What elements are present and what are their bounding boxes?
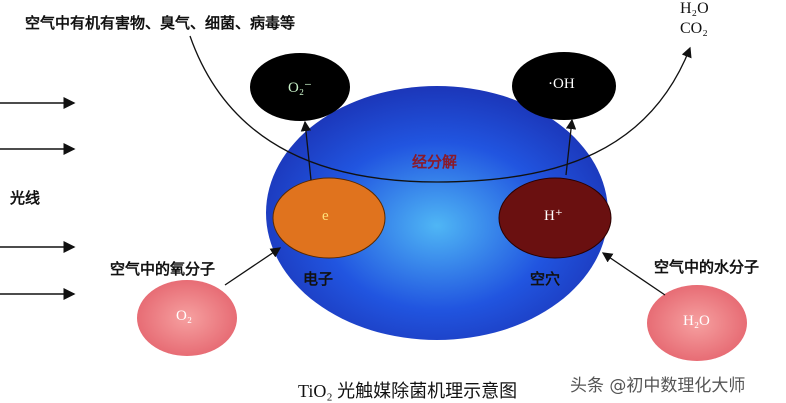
water-molecule	[647, 285, 747, 361]
oxygen-molecule-text: O₂	[176, 308, 193, 324]
hydroxyl-radical	[512, 52, 616, 120]
electron-text: e	[322, 208, 329, 224]
light-label: 光线	[10, 189, 41, 207]
product-co2: CO₂	[680, 20, 708, 37]
watermark: 头条 @初中数理化大师	[570, 376, 746, 396]
decompose-label: 经分解	[412, 153, 458, 171]
decomposition-curve	[189, 35, 692, 183]
hole-label: 空穴	[530, 270, 561, 288]
superoxide-radical	[250, 53, 350, 121]
hydroxyl-text: ·OH	[548, 76, 575, 92]
electron-site	[272, 177, 386, 259]
top-label: 空气中有机有害物、臭气、细菌、病毒等	[25, 14, 296, 32]
oxygen-label: 空气中的氧分子	[110, 260, 216, 278]
caption: TiO₂ 光触媒除菌机理示意图	[298, 381, 518, 401]
tio2-particle	[266, 86, 608, 340]
oxygen-molecule	[137, 280, 237, 356]
light-arrows	[0, 97, 76, 300]
superoxide-text: O₂⁻	[288, 80, 312, 96]
water-molecule-text: H₂O	[683, 313, 710, 329]
product-h2o: H₂O	[680, 0, 709, 17]
electron-label: 电子	[303, 270, 334, 288]
water-label: 空气中的水分子	[654, 258, 760, 276]
hole-site	[498, 177, 612, 259]
hole-ion-text: H⁺	[544, 208, 563, 224]
